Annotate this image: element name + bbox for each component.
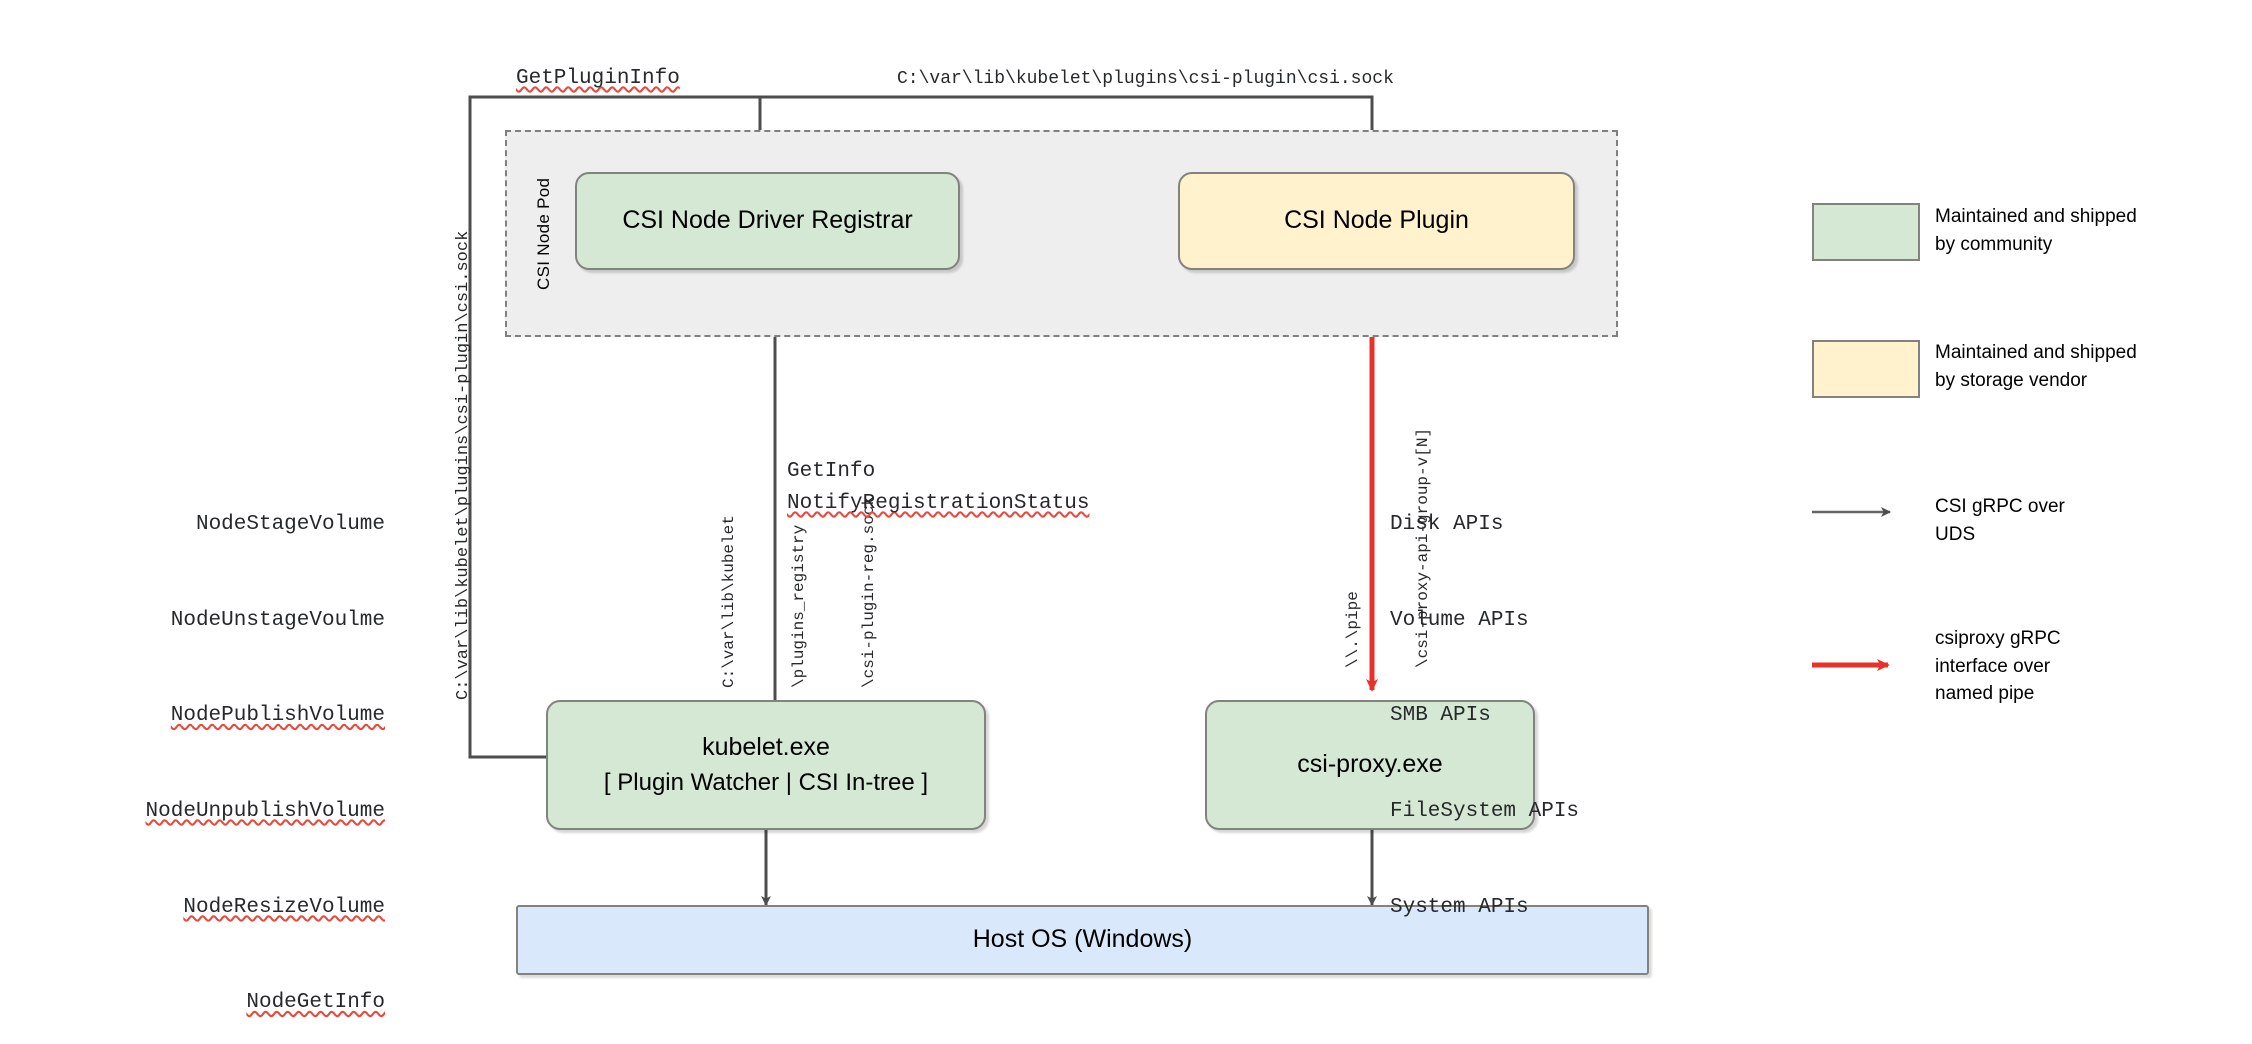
- api-item: FileSystem APIs: [1390, 799, 1580, 823]
- node-csi-node-plugin[interactable]: CSI Node Plugin: [1178, 172, 1575, 270]
- api-item: NodePublishVolume: [170, 704, 385, 728]
- label-csi-sock-path-top: C:\var\lib\kubelet\plugins\csi-plugin\cs…: [897, 69, 1394, 89]
- node-label: csi-proxy.exe: [1297, 750, 1443, 779]
- api-item: NodeStageVolume: [195, 512, 385, 536]
- node-label: CSI Node Driver Registrar: [622, 206, 913, 235]
- node-csi-proxy-exe[interactable]: csi-proxy.exe: [1205, 700, 1535, 830]
- path-line: \\.\pipe: [1344, 591, 1363, 668]
- api-item: NodeGetInfo: [246, 991, 385, 1015]
- kubelet-line1: kubelet.exe: [702, 733, 830, 762]
- node-kubelet-exe[interactable]: kubelet.exe [ Plugin Watcher | CSI In-tr…: [546, 700, 986, 830]
- legend-swatch-vendor: [1812, 340, 1920, 398]
- api-item: Disk APIs: [1390, 512, 1504, 536]
- legend-label-vendor: Maintained and shipped by storage vendor: [1935, 342, 2137, 391]
- node-csi-node-driver-registrar[interactable]: CSI Node Driver Registrar: [575, 172, 960, 270]
- path-line: \plugins_registry: [789, 524, 808, 688]
- path-line: \csi-plugin-reg.sock: [859, 495, 878, 688]
- node-label: CSI Node Plugin: [1284, 206, 1469, 235]
- path-line: C:\var\lib\kubelet: [720, 515, 739, 688]
- api-item: System APIs: [1390, 895, 1529, 919]
- legend-label-csi-grpc-uds: CSI gRPC over UDS: [1935, 496, 2065, 545]
- api-item: SMB APIs: [1390, 704, 1491, 728]
- api-item: Volume APIs: [1390, 608, 1529, 632]
- label-notifyregistrationstatus: NotifyRegistrationStatus: [787, 492, 1090, 515]
- api-item: NodeUnpublishVolume: [145, 799, 385, 823]
- label-plugins-registry-path: C:\var\lib\kubelet \plugins_registry \cs…: [672, 496, 927, 688]
- csi-proxy-api-list: Disk APIs Volume APIs SMB APIs FileSyste…: [1390, 445, 1579, 987]
- kubelet-line2: [ Plugin Watcher | CSI In-tree ]: [603, 768, 929, 796]
- legend-label-csiproxy-named-pipe: csiproxy gRPC interface over named pipe: [1935, 628, 2061, 705]
- api-item: NodeResizeVolume: [183, 895, 385, 919]
- node-label: Host OS (Windows): [972, 925, 1193, 954]
- legend-swatch-community: [1812, 203, 1920, 261]
- legend-label-community: Maintained and shipped by community: [1935, 206, 2137, 255]
- label-getplugininfo: GetPluginInfo: [516, 67, 680, 90]
- label-getinfo: GetInfo: [787, 460, 876, 483]
- label-csi-sock-path-left: C:\var\lib\kubelet\plugins\csi-plugin\cs…: [454, 230, 473, 700]
- csi-node-api-list: NodeStageVolume NodeUnstageVoulme NodePu…: [60, 445, 385, 1044]
- api-item: NodeUnstageVoulme: [170, 608, 385, 632]
- csi-node-pod-label: CSI Node Pod: [534, 177, 553, 290]
- node-host-os[interactable]: Host OS (Windows): [516, 905, 1649, 975]
